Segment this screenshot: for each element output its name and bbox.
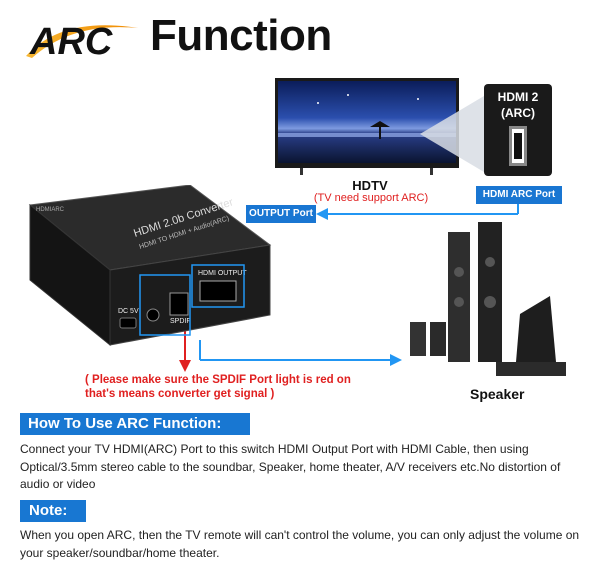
how-to-heading: How To Use ARC Function: bbox=[28, 415, 222, 432]
zoom-callout bbox=[420, 96, 484, 172]
arc-logo: ARC bbox=[26, 21, 138, 63]
spdif-warning-line2: that's means converter get signal ) bbox=[85, 388, 275, 400]
spdif-warning-line1: ( Please make sure the SPDIF Port light … bbox=[85, 374, 351, 386]
speaker-label: Speaker bbox=[470, 386, 525, 402]
hdmi-port-slot bbox=[514, 133, 522, 159]
port-label-arc: (ARC) bbox=[501, 106, 535, 120]
port-label-hdmi2: HDMI 2 bbox=[497, 90, 539, 104]
how-to-body: Connect your TV HDMI(ARC) Port to this s… bbox=[20, 442, 561, 491]
note-body: When you open ARC, then the TV remote wi… bbox=[20, 528, 580, 560]
converter-box: HDMI 2.0b Converter HDMI TO HDMI + Audio… bbox=[28, 185, 272, 347]
speaker-set-image bbox=[410, 222, 566, 376]
arc-title-text: ARC bbox=[29, 21, 113, 63]
spdif-port bbox=[169, 292, 189, 316]
hdmi-output-port bbox=[199, 280, 237, 302]
converter-side-text: HDMIARC bbox=[36, 207, 65, 213]
output-port-label: OUTPUT Port bbox=[246, 205, 316, 223]
tv-stand-left bbox=[300, 168, 303, 175]
hdmi-output-label: HDMI OUTPUT bbox=[198, 270, 247, 277]
audio-jack-port bbox=[146, 308, 160, 322]
note-heading-banner: Note: bbox=[20, 500, 86, 522]
hdmi-arc-port-label: HDMI ARC Port bbox=[476, 186, 562, 204]
dc5v-port bbox=[119, 317, 137, 329]
hdtv-label: HDTV bbox=[352, 178, 388, 193]
dc5v-label: DC 5V bbox=[118, 308, 139, 315]
how-to-heading-banner: How To Use ARC Function: bbox=[20, 413, 250, 435]
tv-support-note: (TV need support ARC) bbox=[313, 192, 429, 204]
spdif-label: SPDIF bbox=[170, 318, 191, 325]
note-heading: Note: bbox=[29, 502, 68, 519]
page-title: Function bbox=[150, 11, 332, 60]
